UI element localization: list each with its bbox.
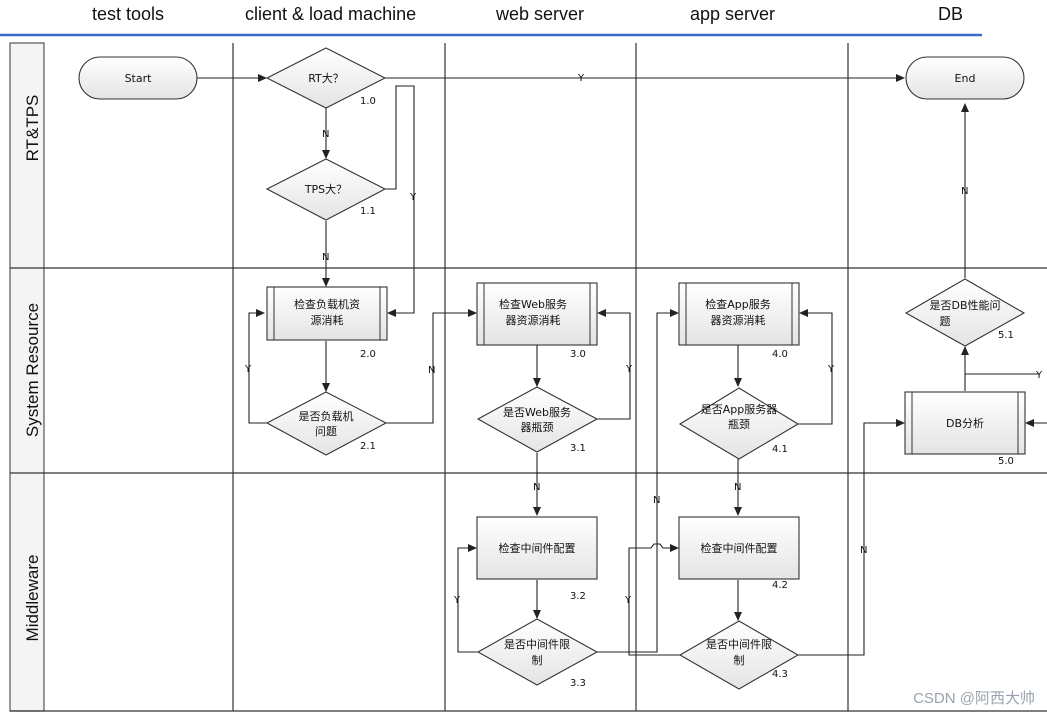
column-separators (232, 43, 849, 711)
decision-1-1: TPS大？ 1.1 (265, 158, 387, 221)
connectors (197, 74, 1047, 656)
step-number: 4.0 (772, 349, 788, 360)
step-number: 5.0 (998, 456, 1014, 467)
lane-label-rt-tps: RT&TPS (23, 95, 42, 162)
edge-label-y: Y (244, 364, 252, 375)
start-terminal: Start (78, 56, 198, 100)
process-4-0: 检查App服务 器资源消耗 4.0 (678, 282, 800, 360)
start-label: Start (125, 72, 153, 85)
decision-text: 是否Web服务 (503, 406, 571, 419)
process-text: DB分析 (946, 416, 984, 430)
decision-text: 问题 (315, 425, 337, 438)
process-3-2: 检查中间件配置 3.2 (476, 516, 598, 602)
column-header-app-server: app server (690, 4, 776, 24)
watermark: CSDN @阿西大帅 (913, 690, 1035, 707)
edge-label-y: Y (409, 192, 417, 203)
decision-text: 是否中间件限 (504, 638, 570, 651)
decision-3-3: 是否中间件限 制 3.3 (476, 618, 599, 689)
step-number: 3.2 (570, 591, 586, 602)
edge-label-n: N (961, 186, 968, 197)
edge-label-n: N (653, 495, 660, 506)
decision-4-3: 是否中间件限 制 4.3 (678, 620, 800, 690)
step-number: 3.1 (570, 443, 586, 454)
process-2-0: 检查负载机资 源消耗 2.0 (266, 286, 388, 360)
process-text: 检查App服务 (705, 297, 771, 311)
process-text: 检查Web服务 (499, 297, 567, 311)
decision-text: 是否DB性能问 (929, 298, 1000, 312)
process-5-0: DB分析 5.0 (904, 391, 1026, 467)
lane-label-system-resource: System Resource (23, 303, 42, 437)
process-text: 检查负载机资 (294, 297, 360, 311)
edge-label-y: Y (625, 364, 633, 375)
column-header-web-server: web server (496, 4, 585, 24)
decision-1-0: RT大？ 1.0 (265, 47, 387, 109)
process-text: 源消耗 (311, 313, 344, 327)
decision-4-1: 是否App服务器 瓶颈 4.1 (678, 387, 800, 460)
decision-text: RT大？ (308, 71, 344, 85)
lane-separators (10, 267, 1047, 712)
lane-label-middleware: Middleware (23, 555, 42, 642)
edge-label-y: Y (1035, 370, 1043, 381)
process-text: 器资源消耗 (506, 313, 561, 327)
edge-label-n: N (322, 129, 329, 140)
decision-3-1: 是否Web服务 器瓶颈 3.1 (476, 386, 599, 454)
step-number: 5.1 (998, 330, 1014, 341)
step-number: 3.0 (570, 349, 586, 360)
decision-text: 题 (940, 315, 951, 328)
edge-label-n: N (428, 365, 435, 376)
column-header-db: DB (938, 4, 964, 24)
step-number: 2.1 (360, 441, 376, 452)
edge-label-n: N (533, 482, 540, 493)
step-number: 3.3 (570, 678, 586, 689)
decision-text: 瓶颈 (728, 417, 750, 431)
step-number: 4.2 (772, 580, 788, 591)
decision-text: TPS大？ (304, 182, 347, 196)
process-text: 检查中间件配置 (499, 541, 576, 555)
edge-label-y: Y (827, 364, 835, 375)
step-number: 2.0 (360, 349, 376, 360)
decision-text: 是否App服务器 (701, 403, 778, 416)
edge-label-y: Y (453, 595, 461, 606)
decision-text: 制 (532, 654, 543, 667)
step-number: 4.1 (772, 444, 788, 455)
edge-label-n: N (734, 482, 741, 493)
step-number: 4.3 (772, 669, 788, 680)
decision-text: 制 (734, 654, 745, 667)
edge-labels: Y N Y N Y N Y N Y N N Y Y N N Y (244, 73, 1043, 606)
column-header-client-load-machine: client & load machine (245, 4, 417, 24)
decision-2-1: 是否负载机 问题 2.1 (265, 391, 388, 456)
decision-text: 器瓶颈 (521, 420, 554, 434)
edge-label-n: N (860, 545, 867, 556)
step-number: 1.0 (360, 96, 376, 107)
end-terminal: End (905, 56, 1025, 100)
process-text: 器资源消耗 (711, 313, 766, 327)
decision-text: 是否中间件限 (706, 638, 772, 651)
process-3-0: 检查Web服务 器资源消耗 3.0 (476, 282, 598, 360)
edge-label-y: Y (624, 595, 632, 606)
column-header-test-tools: test tools (92, 4, 165, 24)
end-label: End (955, 72, 976, 85)
process-text: 检查中间件配置 (701, 541, 778, 555)
edge-label-y: Y (577, 73, 585, 84)
edge-label-n: N (322, 252, 329, 263)
process-4-2: 检查中间件配置 4.2 (678, 516, 800, 591)
decision-text: 是否负载机 (299, 409, 354, 423)
step-number: 1.1 (360, 206, 376, 217)
decision-5-1: 是否DB性能问 题 5.1 (904, 278, 1026, 347)
